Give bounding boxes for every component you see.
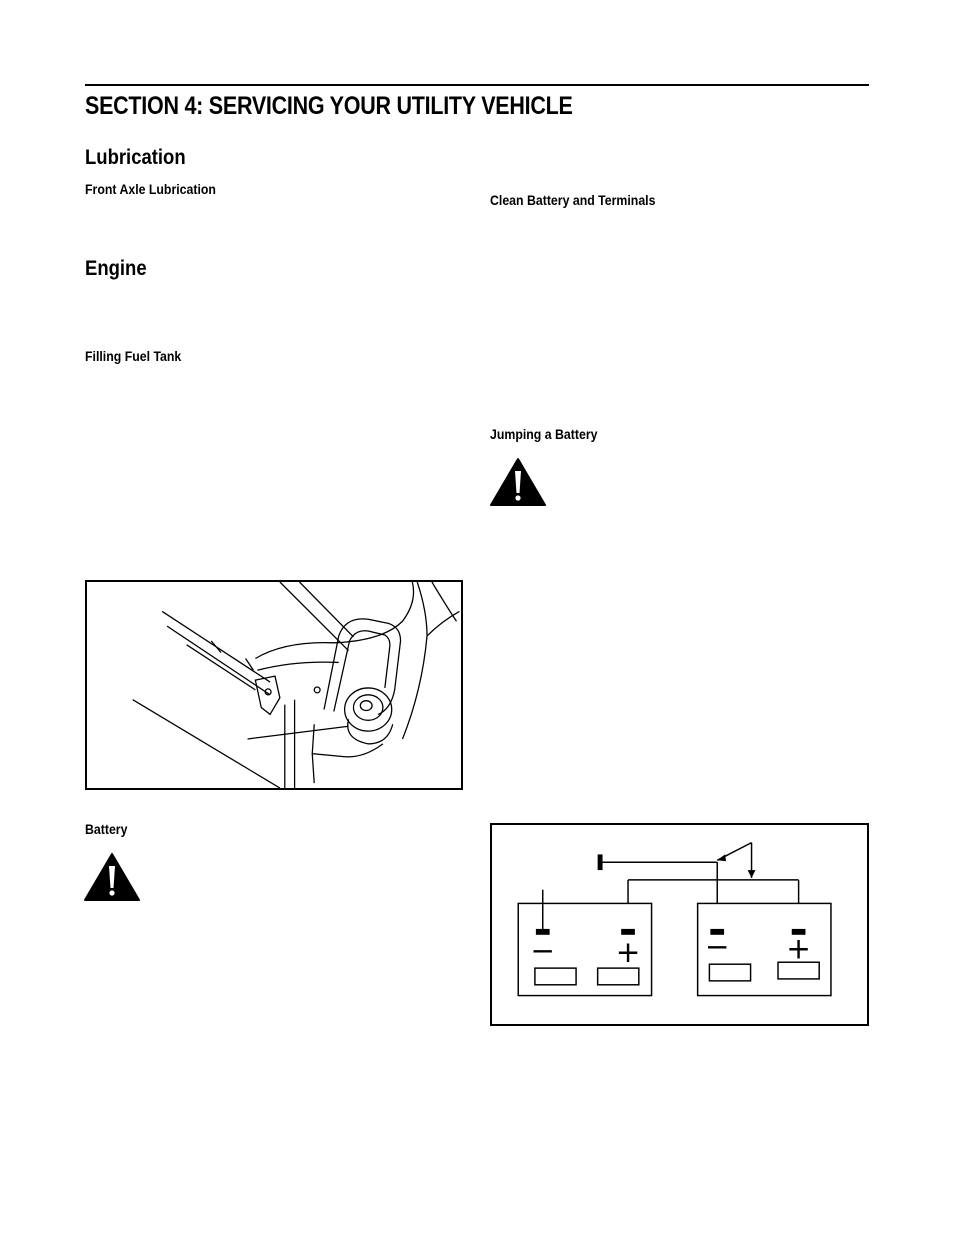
battery-right-positive-symbol: + xyxy=(786,931,811,965)
subheading-jumping-a-battery: Jumping a Battery xyxy=(490,426,598,442)
battery-left-positive-symbol: + xyxy=(616,935,641,969)
fuel-tank-figure xyxy=(85,580,463,790)
subheading-front-axle-lubrication: Front Axle Lubrication xyxy=(85,181,216,197)
warning-triangle-icon xyxy=(490,458,546,506)
warning-triangle-icon xyxy=(84,853,140,901)
jump-start-diagram: − + − + xyxy=(490,823,869,1026)
jump-start-illustration: − + − + xyxy=(517,841,832,997)
heading-engine: Engine xyxy=(85,257,147,280)
battery-right-negative-symbol: − xyxy=(705,929,730,963)
heading-lubrication: Lubrication xyxy=(85,146,186,169)
battery-right-box xyxy=(696,902,832,997)
subheading-battery: Battery xyxy=(85,821,128,837)
battery-left-box xyxy=(517,902,653,997)
section-title: SECTION 4: SERVICING YOUR UTILITY VEHICL… xyxy=(85,92,573,120)
battery-left-negative-symbol: − xyxy=(530,933,555,967)
fuel-tank-illustration xyxy=(132,582,460,788)
section-top-rule xyxy=(85,84,869,86)
subheading-filling-fuel-tank: Filling Fuel Tank xyxy=(85,348,182,364)
subheading-clean-battery-terminals: Clean Battery and Terminals xyxy=(490,192,656,208)
